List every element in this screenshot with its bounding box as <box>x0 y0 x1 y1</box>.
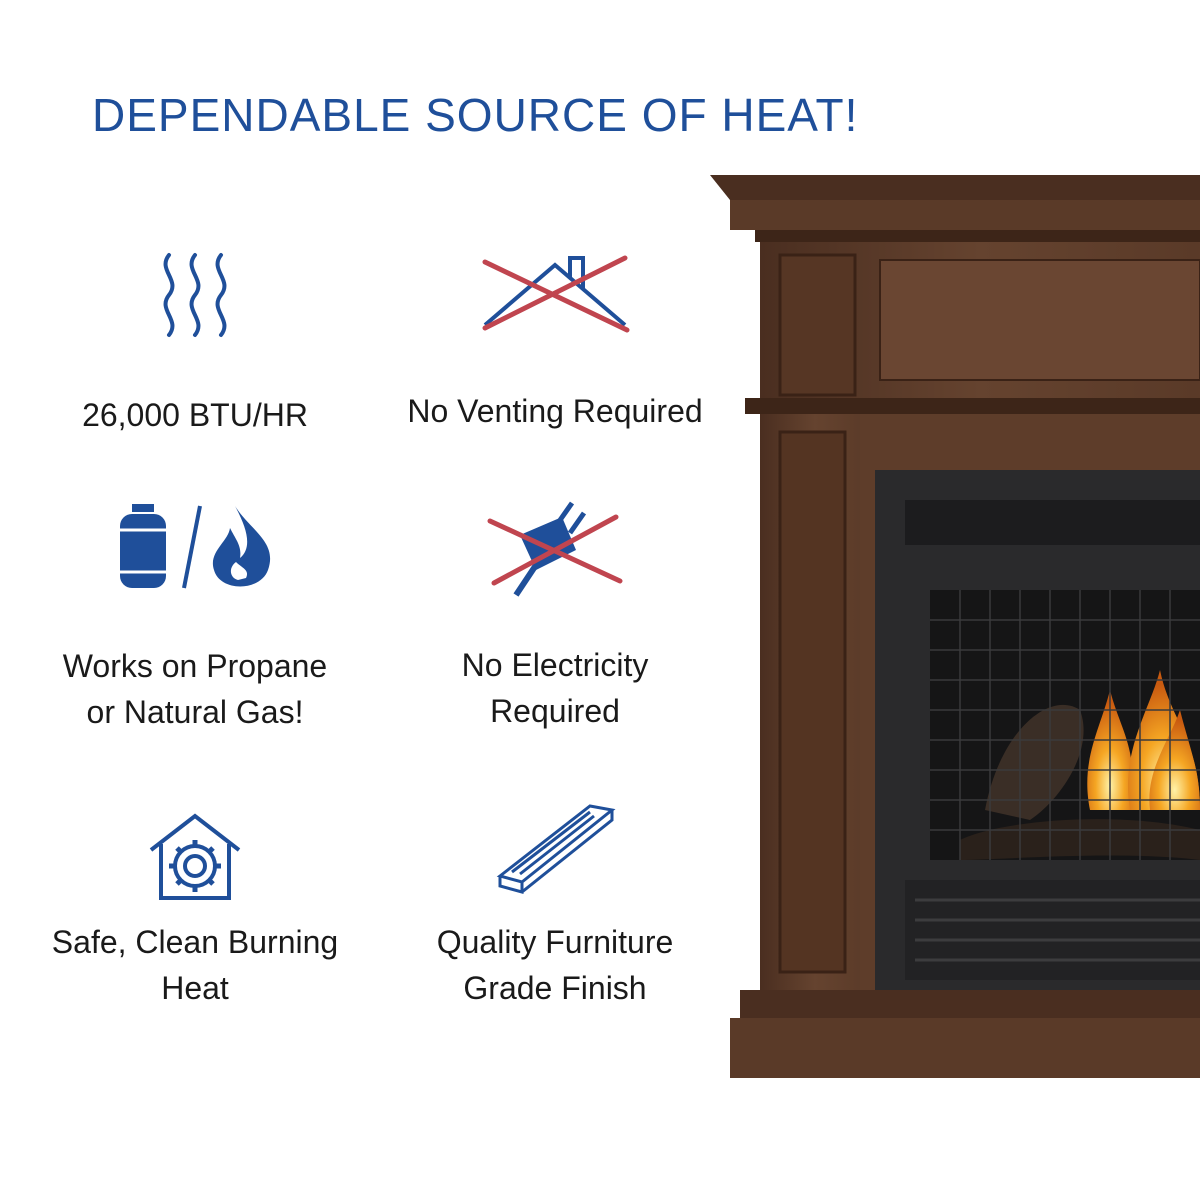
feature-label-line2: Heat <box>161 970 229 1006</box>
feature-label-line1: Safe, Clean Burning <box>51 924 339 960</box>
feature-no-electricity: No Electricity Required <box>400 495 710 734</box>
feature-btu: 26,000 BTU/HR <box>40 250 350 438</box>
no-plug-icon <box>487 501 623 597</box>
feature-safe-clean: Safe, Clean Burning Heat <box>40 810 350 1011</box>
feature-label: No Venting Required <box>407 393 703 429</box>
feature-no-venting: No Venting Required <box>390 250 720 434</box>
feature-label: 26,000 BTU/HR <box>82 397 308 433</box>
no-vent-house-icon <box>482 255 630 333</box>
headline: DEPENDABLE SOURCE OF HEAT! <box>92 89 859 141</box>
feature-fuel: Works on Propane or Natural Gas! <box>40 500 350 735</box>
feature-label-line2: or Natural Gas! <box>86 694 304 730</box>
fireplace-image <box>710 175 1200 1078</box>
feature-label-line1: Works on Propane <box>62 648 328 684</box>
feature-label-line1: Quality Furniture <box>436 924 674 960</box>
heat-waves-icon <box>163 253 227 337</box>
feature-label-line2: Grade Finish <box>463 970 647 1006</box>
propane-tank-and-flame-icon <box>120 504 271 589</box>
feature-finish: Quality Furniture Grade Finish <box>400 800 710 1011</box>
feature-label-line1: No Electricity <box>461 647 649 683</box>
house-gear-icon <box>149 813 241 900</box>
wood-plank-icon <box>496 804 616 894</box>
feature-label-line2: Required <box>490 693 620 729</box>
